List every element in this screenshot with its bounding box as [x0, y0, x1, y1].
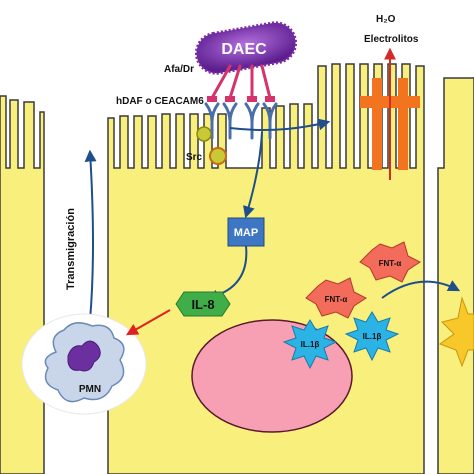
- hdaf-ceacam6-receptors: [204, 102, 278, 140]
- transmigration-label: Transmigración: [65, 208, 77, 290]
- il1b-secretion-arrow: [381, 280, 461, 299]
- electrolytes-label: Electrolitos: [364, 34, 419, 45]
- signal-arrow-to-channel: [229, 118, 331, 131]
- signal-arrow-to-map: [243, 131, 263, 219]
- il8-hexagon: IL-8: [175, 291, 231, 317]
- afa-dr-adhesins: [210, 64, 272, 100]
- water-label: H₂O: [376, 14, 396, 25]
- nucleus: [191, 319, 353, 433]
- tnf-alpha-label-2: FNT-α: [325, 295, 348, 304]
- src-kinase: [196, 126, 227, 165]
- daec-bacterium: DAEC: [194, 21, 298, 75]
- map-label: MAP: [234, 227, 258, 239]
- il8-label: IL-8: [191, 297, 214, 312]
- receptor-label: hDAF o CEACAM6: [116, 96, 204, 107]
- il8-to-pmn-arrow: [125, 309, 171, 336]
- src-label: Src: [186, 152, 203, 163]
- tnf-alpha-1: FNT-α: [359, 241, 421, 283]
- adhesin-tips: [207, 96, 275, 102]
- pmn-label: PMN: [79, 384, 101, 395]
- il1b-star-2: IL.1β: [344, 311, 400, 362]
- daec-label: DAEC: [221, 41, 267, 58]
- il1b-label-1: IL.1β: [301, 340, 320, 349]
- tnf-alpha-2: FNT-α: [305, 277, 367, 319]
- released-cytokine-star: [438, 296, 474, 368]
- il1b-label-2: IL.1β: [363, 332, 382, 341]
- left-epithelial-cell: [0, 95, 45, 474]
- tnf-alpha-label-1: FNT-α: [379, 259, 402, 268]
- il1b-star-1: IL.1β: [282, 319, 338, 370]
- pmn-neutrophil: PMN: [21, 313, 147, 415]
- afa-dr-label: Afa/Dr: [164, 64, 194, 75]
- right-epithelial-cell: [437, 77, 474, 474]
- map-kinase-box: MAP: [227, 217, 265, 247]
- transmigration-arrow: [84, 149, 97, 321]
